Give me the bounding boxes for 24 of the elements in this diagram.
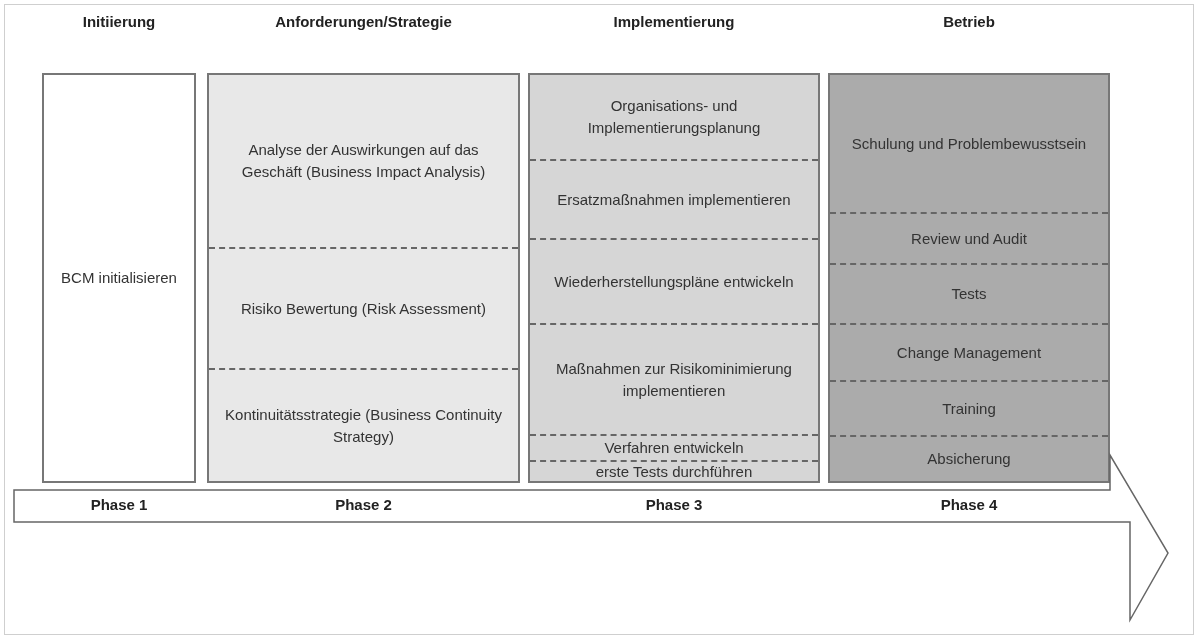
- step-text: Risiko Bewertung (Risk Assessment): [239, 298, 488, 319]
- column-heading: Initiierung: [81, 13, 157, 30]
- step-text: Tests: [950, 284, 988, 304]
- step-text: Training: [941, 398, 997, 419]
- step-text: Maßnahmen zur Risikominimierung implementieren: [555, 358, 793, 401]
- column-heading: Anforderungen/Strategie: [274, 13, 453, 30]
- phase-label: Phase 2: [334, 496, 393, 513]
- column-heading: Betrieb: [942, 13, 996, 30]
- step-text: Verfahren entwickeln: [603, 438, 745, 458]
- phase-label: Phase 4: [939, 496, 999, 513]
- step-text: Review und Audit: [910, 228, 1028, 249]
- phase-label: Phase 1: [89, 496, 149, 513]
- step-text: Ersatzmaßnahmen implementieren: [556, 189, 792, 210]
- phase-label: Phase 3: [644, 496, 704, 513]
- column-heading: Implementierung: [612, 13, 736, 30]
- step-text: Wiederherstellungspläne entwickeln: [553, 271, 795, 292]
- step-text: erste Tests durchführen: [594, 461, 754, 482]
- step-text: Schulung und Problembewusstsein: [850, 133, 1088, 154]
- step-text: Kontinuitätsstrategie (Business Continuity Strategy): [224, 404, 503, 447]
- step-text: Organisations- und Implementierungsplanung: [586, 96, 762, 138]
- step-text: Absicherung: [926, 449, 1012, 469]
- step-text: Change Management: [895, 342, 1043, 363]
- step-text: BCM initialisieren: [60, 268, 178, 288]
- step-text: Analyse der Auswirkungen auf das Geschäft (Business Impact Analysis): [240, 140, 487, 182]
